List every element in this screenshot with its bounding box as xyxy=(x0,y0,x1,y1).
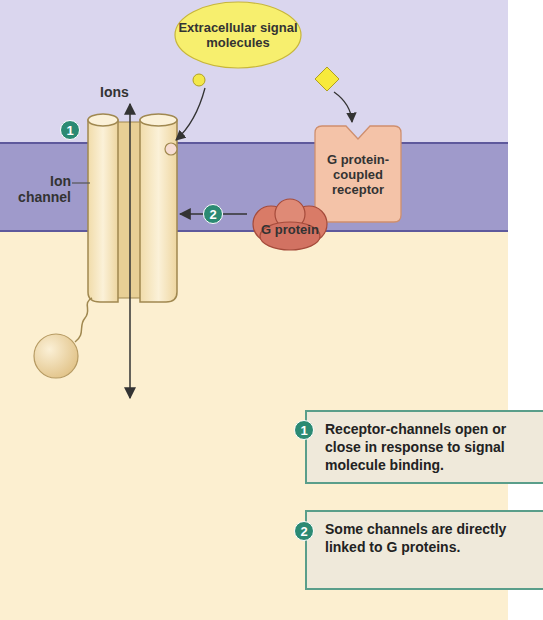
ligand-arrow xyxy=(176,88,205,140)
callout-number: 2 xyxy=(294,521,314,541)
ion-channel: Ion channel xyxy=(5,110,180,302)
node-text: Receptor-channels open or close in respo… xyxy=(325,420,533,474)
channel-wall xyxy=(140,120,177,302)
inactivation-ball xyxy=(34,334,78,378)
binding-site xyxy=(165,143,177,155)
membrane-edge xyxy=(0,142,508,144)
ions-label: Ions xyxy=(100,84,129,100)
callout-number: 1 xyxy=(294,420,314,440)
extracellular-space xyxy=(0,0,508,143)
channel-wall xyxy=(88,120,118,302)
node-text: Some channels are directly linked to G p… xyxy=(325,520,533,556)
leader-line xyxy=(72,182,90,183)
ligand-circle xyxy=(193,74,205,86)
receptor-box: G protein-coupled receptor xyxy=(313,124,403,224)
channel-top xyxy=(140,114,177,126)
note-box: Some channels are directly linked to G p… xyxy=(305,510,543,590)
callout-number: 1 xyxy=(60,120,80,140)
channel-pore xyxy=(116,122,142,298)
inactivation-chain xyxy=(75,298,92,342)
callout-number: 2 xyxy=(203,204,223,224)
signal-ellipse: Extracellular signal molecules xyxy=(174,1,302,69)
node-text: Ion channel xyxy=(5,173,71,205)
g-protein: G protein xyxy=(247,198,333,262)
node-text: G protein xyxy=(261,222,319,238)
node-text: G protein-coupled receptor xyxy=(316,152,400,197)
note-box: Receptor-channels open or close in respo… xyxy=(305,410,543,484)
node-text: Extracellular signal molecules xyxy=(174,20,302,50)
channel-top xyxy=(88,114,118,126)
ligand-diamond xyxy=(315,67,339,91)
ligand-arrow xyxy=(334,92,352,122)
ion-flow-arrow xyxy=(129,104,131,398)
